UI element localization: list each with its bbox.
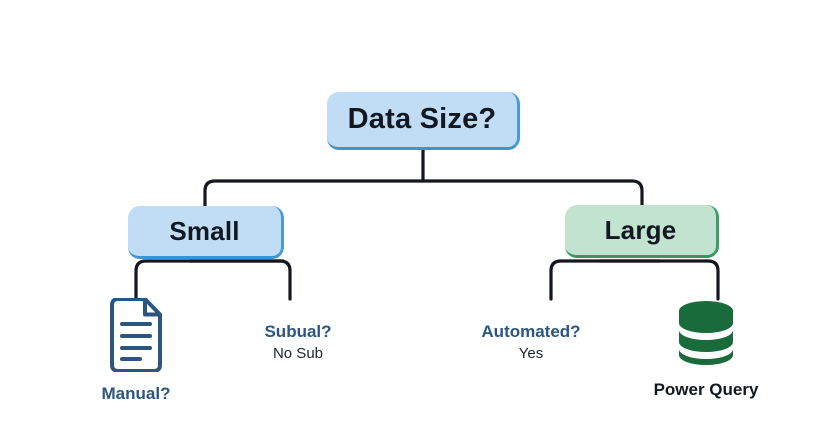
edge-large-to-powerquery (598, 259, 720, 301)
node-data-size[interactable]: Data Size? (327, 92, 520, 150)
leaf-manual[interactable]: Manual? (60, 298, 212, 404)
edge-root-to-small (203, 179, 425, 208)
leaf-subual[interactable]: Subual? No Sub (222, 322, 374, 362)
leaf-manual-label: Manual? (101, 384, 171, 403)
edge-small-to-subual (188, 259, 292, 301)
leaf-power-query[interactable]: Power Query (630, 298, 782, 400)
leaf-subual-label: Subual? (264, 322, 332, 341)
node-large[interactable]: Large (565, 205, 719, 258)
node-data-size-label: Data Size? (347, 103, 497, 135)
edge-large-to-automated (549, 259, 662, 301)
node-small[interactable]: Small (128, 206, 284, 259)
document-icon (110, 298, 162, 372)
edge-root-to-large (421, 179, 644, 207)
leaf-automated-sublabel: Yes (518, 345, 544, 362)
leaf-automated-label: Automated? (481, 322, 581, 341)
leaf-subual-sublabel: No Sub (272, 345, 324, 362)
edge-small-to-manual (134, 259, 285, 301)
node-small-label: Small (169, 215, 240, 246)
node-large-label: Large (604, 214, 677, 245)
database-icon (679, 301, 733, 365)
leaf-automated[interactable]: Automated? Yes (455, 322, 607, 362)
leaf-power-query-label: Power Query (653, 380, 759, 399)
